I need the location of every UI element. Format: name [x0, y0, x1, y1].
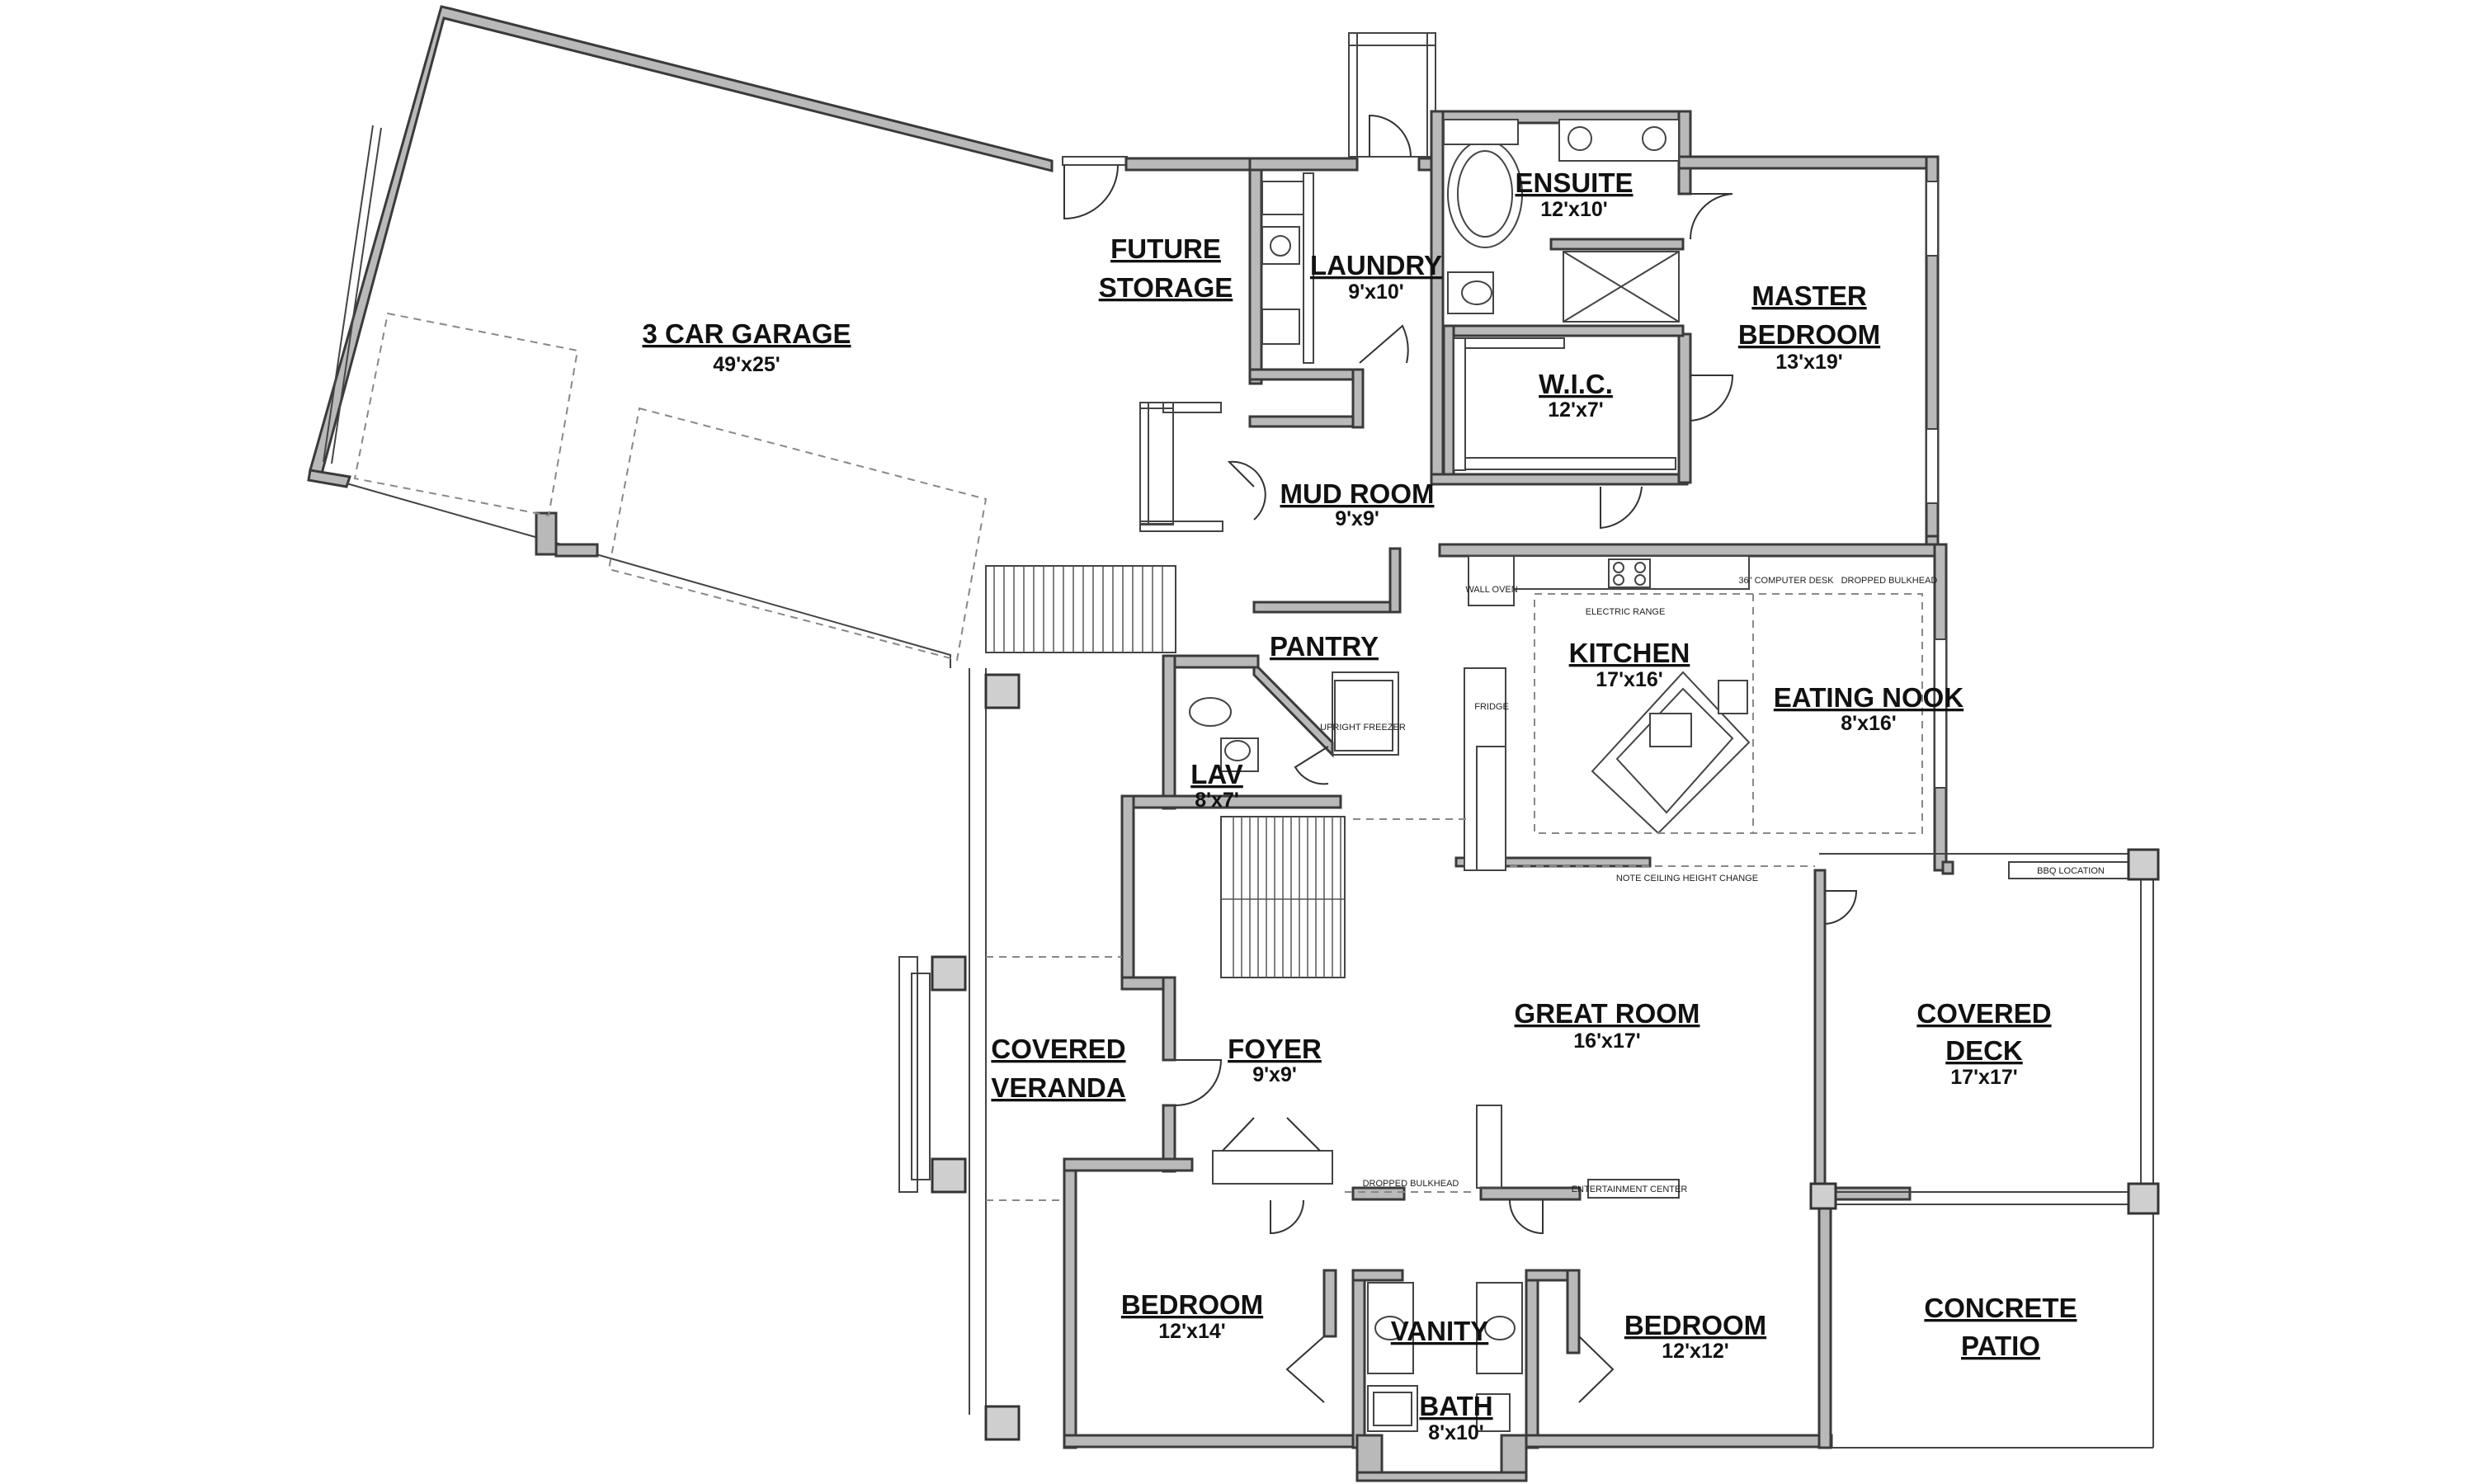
annotations: WALL OVEN ELECTRIC RANGE 36" COMPUTER DE… [1320, 576, 2105, 1194]
bedroom-walls [1063, 1157, 1833, 1482]
kitchen-counters [1464, 555, 1750, 871]
mud-room-name: MUD ROOM [1280, 478, 1435, 509]
nook-dashed [1353, 593, 1947, 867]
kitchen-island [1591, 671, 1751, 835]
foyer-walls [1162, 976, 1333, 1185]
columns [931, 673, 2160, 1441]
bedroom-left-dim: 12'x14' [1158, 1320, 1225, 1343]
note-wall-oven: WALL OVEN [1465, 585, 1517, 595]
ensuite-dim: 12'x10' [1540, 198, 1607, 221]
pantry [1252, 547, 1402, 785]
bedroom-right-name: BEDROOM [1624, 1310, 1766, 1340]
master-bedroom-line2: BEDROOM [1738, 319, 1880, 350]
garage-dim: 49'x25' [713, 353, 780, 376]
laundry-name: LAUNDRY [1310, 250, 1442, 280]
lav-fixtures [1189, 697, 1259, 772]
wic-dim: 12'x7' [1548, 398, 1604, 422]
bath-fixtures [1367, 1282, 1523, 1432]
covered-deck-line1: COVERED [1916, 998, 2051, 1029]
mud-room-dim: 9'x9' [1335, 507, 1379, 530]
basement-stair-lower-treads [1233, 899, 1341, 978]
labels: 3 CAR GARAGE 49'x25' FUTURE STORAGE LAUN… [642, 167, 2077, 1444]
lav-name: LAV [1190, 759, 1243, 789]
note-upright-freezer: UPRIGHT FREEZER [1320, 723, 1406, 733]
basement-stair-upper-treads [1233, 817, 1341, 899]
future-storage-line2: STORAGE [1099, 272, 1233, 303]
wic-name: W.I.C. [1539, 369, 1613, 399]
ensuite-fixtures [1443, 119, 1680, 323]
note-dropped-bulkhead-2: DROPPED BULKHEAD [1363, 1179, 1459, 1189]
concrete-patio-line2: PATIO [1961, 1331, 2040, 1361]
greatroom-walls [1351, 869, 1912, 1202]
veranda-structure [898, 668, 1122, 1415]
bedroom-left-name: BEDROOM [1121, 1289, 1263, 1320]
mechanical-room-dashed [1139, 402, 1223, 532]
garage-stair [985, 565, 1176, 653]
garage-stair-treads [993, 566, 1163, 652]
garage-entry-door [1062, 156, 1128, 220]
bath-name: BATH [1419, 1391, 1492, 1421]
note-dropped-bulkhead: DROPPED BULKHEAD [1841, 576, 1938, 586]
bedroom-doors [1270, 1199, 1615, 1403]
laundry-entry [1348, 32, 1436, 158]
master-bedroom-dim: 13'x19' [1775, 351, 1842, 374]
note-fridge: FRIDGE [1474, 702, 1509, 712]
bedroom-right-dim: 12'x12' [1662, 1340, 1728, 1363]
garage-door-outlines [353, 312, 988, 662]
garage-side-entry [1139, 408, 1266, 525]
great-room-name: GREAT ROOM [1515, 998, 1700, 1029]
note-ceiling-height: NOTE CEILING HEIGHT CHANGE [1616, 874, 1758, 883]
laundry-fixtures [1261, 172, 1409, 364]
note-entertainment-center: ENTERTAINMENT CENTER [1572, 1185, 1688, 1194]
covered-deck-dim: 17'x17' [1950, 1066, 2017, 1089]
lav-dim: 8'x7' [1195, 789, 1239, 812]
vanity-name: VANITY [1391, 1316, 1489, 1346]
foyer-name: FOYER [1228, 1034, 1322, 1064]
note-bbq-location: BBQ LOCATION [2037, 866, 2105, 876]
concrete-patio-line1: CONCRETE [1924, 1293, 2077, 1323]
ensuite-name: ENSUITE [1515, 167, 1633, 198]
deck-structure [1819, 853, 2154, 1449]
lav-walls [1120, 654, 1342, 991]
master-bedroom-line1: MASTER [1751, 280, 1867, 311]
master-doors [1600, 193, 1734, 530]
covered-veranda-line2: VERANDA [991, 1072, 1125, 1103]
wic-shelves [1453, 337, 1676, 471]
eating-nook-dim: 8'x16' [1841, 712, 1897, 735]
note-computer-desk: 36" COMPUTER DESK [1738, 576, 1834, 586]
kitchen-name: KITCHEN [1569, 638, 1690, 668]
eating-nook-name: EATING NOOK [1774, 682, 1964, 713]
garage-name: 3 CAR GARAGE [642, 318, 851, 349]
covered-veranda-line1: COVERED [991, 1034, 1125, 1064]
bath-dim: 8'x10' [1428, 1421, 1484, 1444]
garage-walls [307, 5, 1054, 668]
foyer-dim: 9'x9' [1252, 1063, 1297, 1086]
greatroom-doors [1345, 890, 1858, 1193]
great-room-dim: 16'x17' [1573, 1029, 1640, 1053]
pantry-name: PANTRY [1270, 631, 1379, 662]
master-windows [1926, 181, 1939, 504]
covered-deck-line2: DECK [1945, 1035, 2023, 1066]
future-storage-line1: FUTURE [1110, 233, 1221, 264]
note-electric-range: ELECTRIC RANGE [1586, 607, 1666, 617]
kitchen-dim: 17'x16' [1596, 668, 1662, 691]
laundry-dim: 9'x10' [1348, 280, 1404, 304]
